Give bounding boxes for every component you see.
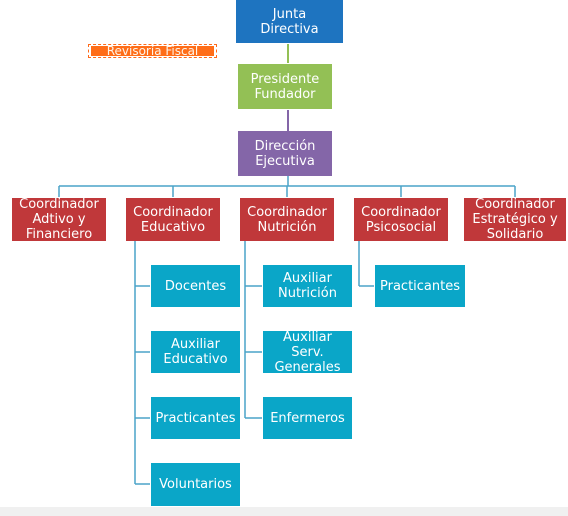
node-voluntarios[interactable]: Voluntarios bbox=[150, 462, 241, 507]
node-practicantes-psicosocial-label: Practicantes bbox=[380, 278, 460, 294]
node-docentes[interactable]: Docentes bbox=[150, 264, 241, 308]
node-enfermeros-label: Enfermeros bbox=[270, 410, 345, 426]
node-auxiliar-nutricion[interactable]: Auxiliar Nutrición bbox=[262, 264, 353, 308]
node-presidente-fundador-label: Presidente Fundador bbox=[250, 71, 320, 102]
node-coordinador-educativo[interactable]: Coordinador Educativo bbox=[126, 198, 220, 241]
node-coordinador-nutricion-label: Coordinador Nutrición bbox=[247, 204, 327, 235]
revisoria-fiscal-label: Revisoría Fiscal bbox=[91, 46, 214, 56]
node-coordinador-educativo-label: Coordinador Educativo bbox=[133, 204, 213, 235]
node-auxiliar-serv-generales-label: Auxiliar Serv. Generales bbox=[274, 329, 341, 375]
node-coordinador-psicosocial[interactable]: Coordinador Psicosocial bbox=[354, 198, 448, 241]
node-voluntarios-label: Voluntarios bbox=[159, 477, 232, 492]
node-auxiliar-serv-generales[interactable]: Auxiliar Serv. Generales bbox=[262, 329, 353, 375]
node-coordinador-estrategico-label: Coordinador Estratégico y Solidario bbox=[472, 197, 558, 242]
node-direccion-ejecutiva[interactable]: Dirección Ejecutiva bbox=[238, 131, 332, 176]
node-coordinador-psicosocial-label: Coordinador Psicosocial bbox=[361, 204, 441, 235]
node-enfermeros[interactable]: Enfermeros bbox=[262, 396, 353, 440]
node-auxiliar-nutricion-label: Auxiliar Nutrición bbox=[278, 271, 337, 301]
node-coordinador-nutricion[interactable]: Coordinador Nutrición bbox=[240, 198, 334, 241]
node-direccion-ejecutiva-label: Dirección Ejecutiva bbox=[254, 138, 316, 169]
node-practicantes-educativo[interactable]: Practicantes bbox=[150, 396, 241, 440]
node-practicantes-educativo-label: Practicantes bbox=[155, 410, 236, 426]
revisoria-fiscal-tag[interactable]: Revisoría Fiscal bbox=[88, 44, 217, 58]
node-presidente-fundador[interactable]: Presidente Fundador bbox=[238, 64, 332, 109]
node-docentes-label: Docentes bbox=[164, 278, 227, 294]
node-coordinador-adtivo-label: Coordinador Adtivo y Financiero bbox=[19, 197, 99, 242]
bottom-band bbox=[0, 507, 568, 516]
node-coordinador-estrategico[interactable]: Coordinador Estratégico y Solidario bbox=[464, 197, 566, 242]
node-auxiliar-educativo[interactable]: Auxiliar Educativo bbox=[150, 330, 241, 374]
node-junta-directiva[interactable]: Junta Directiva bbox=[236, 0, 343, 43]
node-coordinador-adtivo[interactable]: Coordinador Adtivo y Financiero bbox=[12, 197, 106, 242]
node-junta-directiva-label: Junta Directiva bbox=[260, 6, 319, 37]
node-auxiliar-educativo-label: Auxiliar Educativo bbox=[163, 337, 228, 367]
node-practicantes-psicosocial[interactable]: Practicantes bbox=[374, 264, 466, 308]
